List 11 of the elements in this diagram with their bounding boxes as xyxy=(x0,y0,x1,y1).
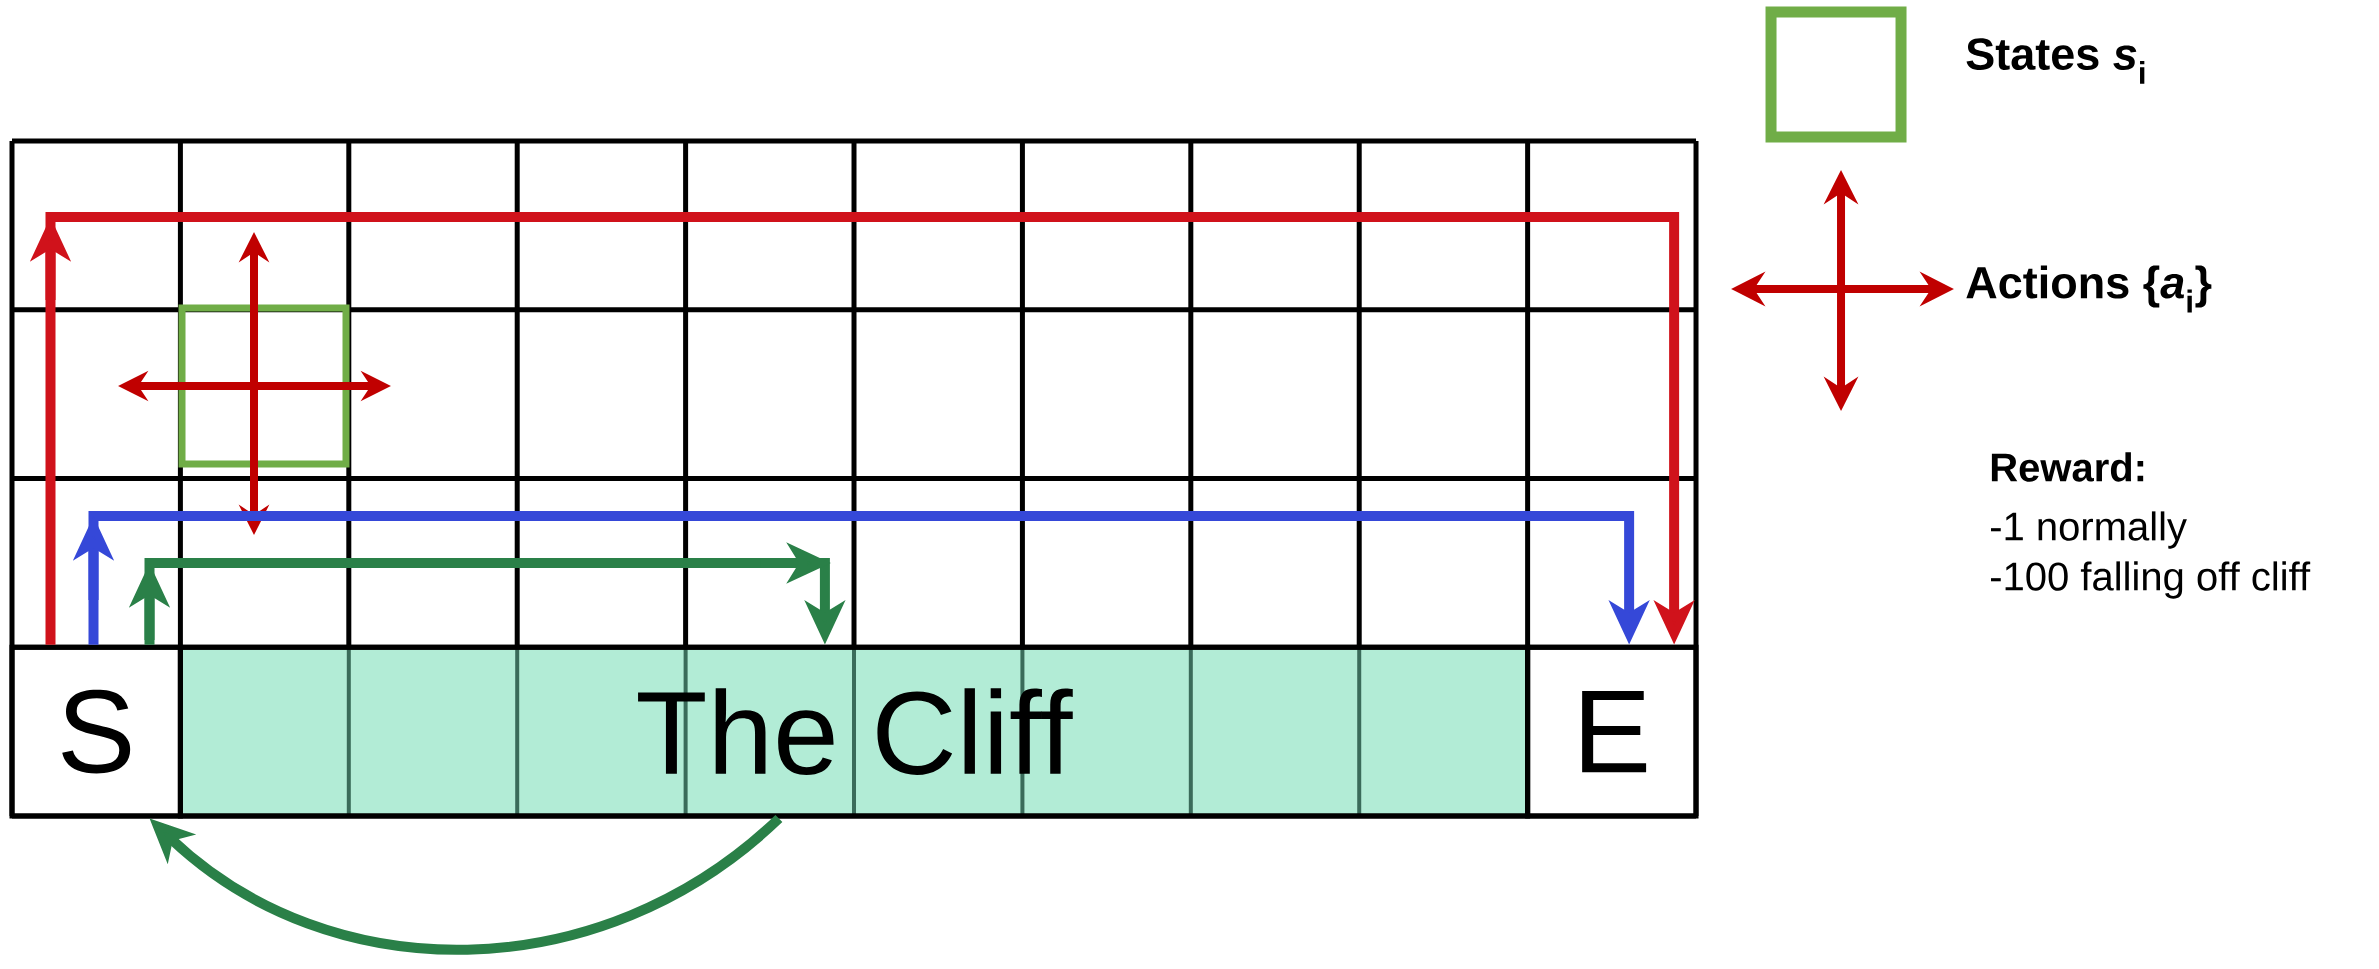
arrow xyxy=(128,542,846,645)
reward-heading: Reward: xyxy=(1991,452,2144,482)
arrow xyxy=(29,212,1695,645)
reward-note: -100 falling off cliff xyxy=(1991,561,2311,599)
arrow xyxy=(72,511,1650,645)
cliff-band: The Cliff xyxy=(177,644,1531,819)
legend-label: States s$_{i}$ xyxy=(1966,38,2145,84)
node-label: E xyxy=(1582,691,1647,773)
reward-note: -1 normally xyxy=(1991,511,2187,549)
node-label: S xyxy=(62,689,131,774)
legend-label: Actions {a$_{i}$} xyxy=(1966,265,2212,313)
